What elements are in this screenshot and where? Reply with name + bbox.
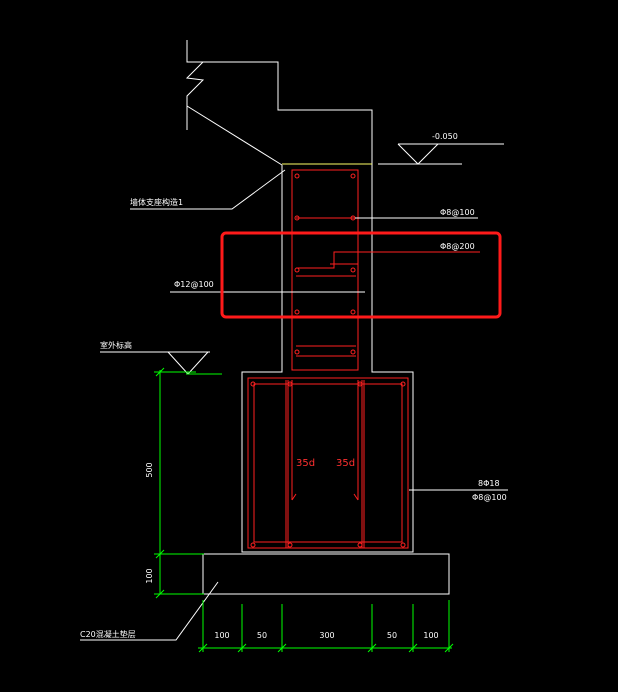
footing-main-label: 8Φ18 [478,479,500,488]
footing-stirrup-label: Φ8@100 [472,493,507,502]
stirrup-mid-label: Φ8@200 [440,242,475,251]
dim-bottom-4: 50 [387,631,397,640]
natural-ground-label: 室外标高 [100,340,132,350]
stirrup-upper-label: Φ8@100 [440,208,475,217]
bedding-label: C20混凝土垫层 [80,629,136,639]
rebar-stem [291,169,480,371]
dimension-lines [154,367,454,653]
dim-bottom-1: 100 [214,631,229,640]
elevation-marker-left [100,351,222,375]
rebar-dots-footing [250,381,406,548]
dim-vertical-footing: 500 [145,462,154,477]
side-bar-label: Φ12@100 [174,280,214,289]
dim-bottom-5: 100 [423,631,438,640]
elevation-marker-top [397,143,504,165]
bedding-block [202,553,450,595]
upper-wall-edge [187,61,373,162]
anchor-left-label: 35d [296,458,315,469]
callout-leader-top [130,169,286,210]
callout-top-left: 墙体支座构造1 [130,197,183,207]
dim-vertical-bedding: 100 [145,568,154,583]
ground-elevation-label: -0.050 [432,132,458,141]
highlight-box[interactable] [220,231,502,319]
anchor-right-label: 35d [336,458,355,469]
break-line [185,40,205,130]
structure-outline [80,40,508,641]
bedding-leader [80,581,219,641]
dim-bottom-2: 50 [257,631,267,640]
dim-bottom-3: 300 [319,631,334,640]
stem-wall [241,162,414,553]
rebar-footing [247,377,409,549]
